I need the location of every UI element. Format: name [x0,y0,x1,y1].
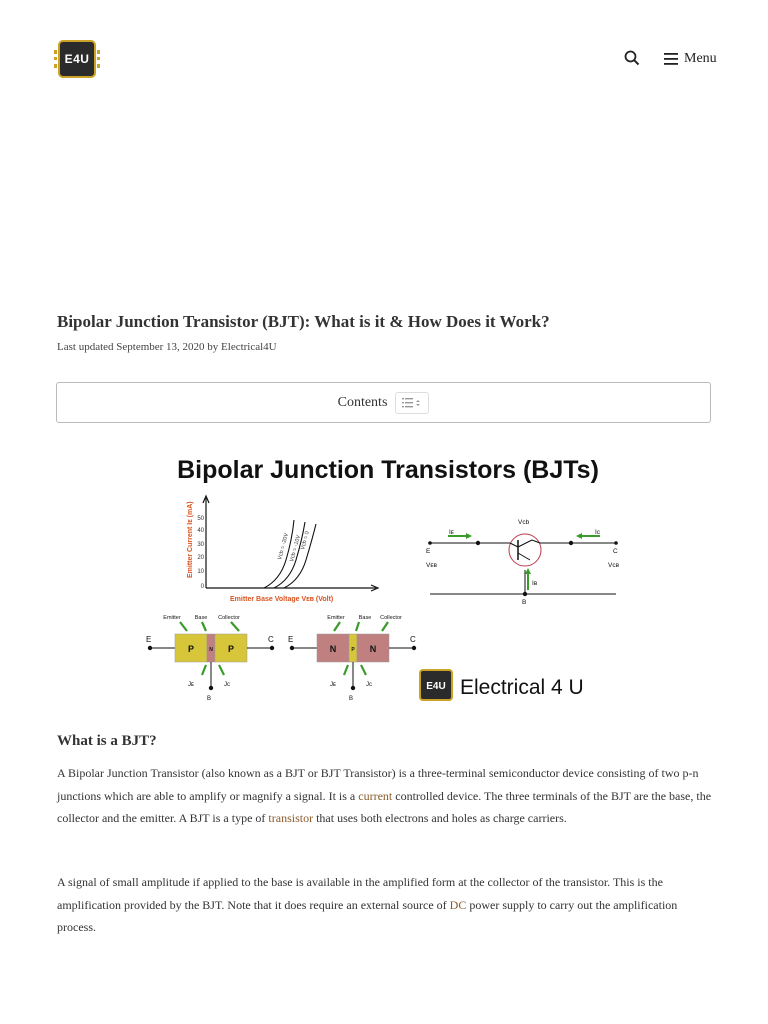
figure-title: Bipolar Junction Transistors (BJTs) [177,456,599,484]
y-tick: 30 [197,542,204,548]
terminal-label: Jᴇ [330,682,336,688]
menu-button[interactable]: Menu [664,50,717,68]
graph-y-axis-label: Emitter Current Iᴇ (mA) [187,501,194,578]
part-label: Emitter [163,615,181,621]
terminal-label: C [268,635,274,644]
terminal-label: Jᴇ [188,682,194,688]
y-tick: 50 [197,516,204,522]
terminal-label: B [207,696,211,702]
article-title: Bipolar Junction Transistor (BJT): What … [57,312,550,331]
circuit-label: Vᴇʙ [426,562,438,569]
circuit-label: Iᴇ [449,529,454,536]
circuit-label: Iʙ [532,580,538,587]
search-button[interactable] [624,50,642,68]
paragraph-1: A Bipolar Junction Transistor (also know… [57,762,717,830]
current-link[interactable]: current [358,788,393,803]
article-meta: Last updated September 13, 2020 by Elect… [57,341,277,353]
curve-label: Vcb = -20V [277,532,290,560]
circuit-label: Vcb [518,519,530,526]
region-label: N [370,644,377,654]
list-toggle-icon [402,397,421,407]
part-label: Base [359,615,372,621]
paragraph-2: A signal of small amplitude if applied t… [57,871,717,939]
terminal-label: E [426,548,431,555]
part-label: Collector [380,615,402,621]
terminal-label: B [522,599,526,606]
curve-label: Vcb = 0 [300,531,311,551]
terminal-label: C [613,548,618,555]
part-label: Emitter [327,615,345,621]
bjt-illustration: Bipolar Junction Transistors (BJTs) 50 4… [140,450,636,710]
brand-logo-text: E4U [426,681,445,692]
graph-x-axis-label: Emitter Base Voltage Vᴇʙ (Volt) [230,596,333,603]
section-heading: What is a BJT? [57,733,157,749]
terminal-label: Jc [366,682,372,688]
dc-link[interactable]: DC [449,897,467,912]
search-icon [624,50,640,66]
brand-name: Electrical 4 U [460,676,584,699]
input-characteristic-graph: 50 40 30 20 10 0 Emitter Current Iᴇ (mA)… [187,494,380,603]
npn-structure: N P N Emitter Base Collector E C Jᴇ Jc [288,615,417,702]
toc-toggle-button[interactable] [395,391,430,414]
part-label: Base [195,615,208,621]
y-tick: 0 [201,584,205,590]
menu-label: Menu [684,51,717,66]
region-label: N [209,647,213,653]
paragraph-text: power supply to carry out the amplificat… [57,897,678,935]
part-label: Collector [218,615,240,621]
y-tick: 40 [197,528,204,534]
region-label: P [228,644,234,654]
table-of-contents: Contents [56,382,711,423]
hamburger-icon [664,53,678,65]
region-label: P [351,647,355,653]
region-label: P [188,644,194,654]
bjt-circuit: Iᴇ Ic Iʙ Vᴇʙ Vcʙ Vcb E C B [426,519,620,606]
logo-text: E4U [64,52,90,66]
y-tick: 20 [197,555,204,561]
brand-watermark: E4U Electrical 4 U [419,669,584,701]
toc-label: Contents [337,394,388,410]
terminal-label: E [288,635,293,644]
terminal-label: B [349,696,353,702]
pnp-structure: P N P Emitter Base Collector E C Jᴇ Jc [146,615,275,702]
site-header: E4U Menu [0,0,768,118]
terminal-label: C [410,635,416,644]
bjt-diagram: 50 40 30 20 10 0 Emitter Current Iᴇ (mA)… [146,494,620,702]
paragraph-text: that uses both electrons and holes as ch… [313,811,567,825]
circuit-label: Ic [595,529,601,536]
terminal-label: Jc [224,682,230,688]
circuit-label: Vcʙ [608,562,620,569]
region-label: N [330,644,337,654]
transistor-link[interactable]: transistor [268,811,314,825]
terminal-label: E [146,635,151,644]
paragraph-text: controlled device. The three terminals o… [57,788,712,826]
paragraph-text: A signal of small amplitude if applied t… [57,875,663,912]
paragraph-text: A Bipolar Junction Transistor (also know… [57,766,699,803]
y-tick: 10 [197,569,204,575]
site-logo[interactable]: E4U [54,40,100,78]
